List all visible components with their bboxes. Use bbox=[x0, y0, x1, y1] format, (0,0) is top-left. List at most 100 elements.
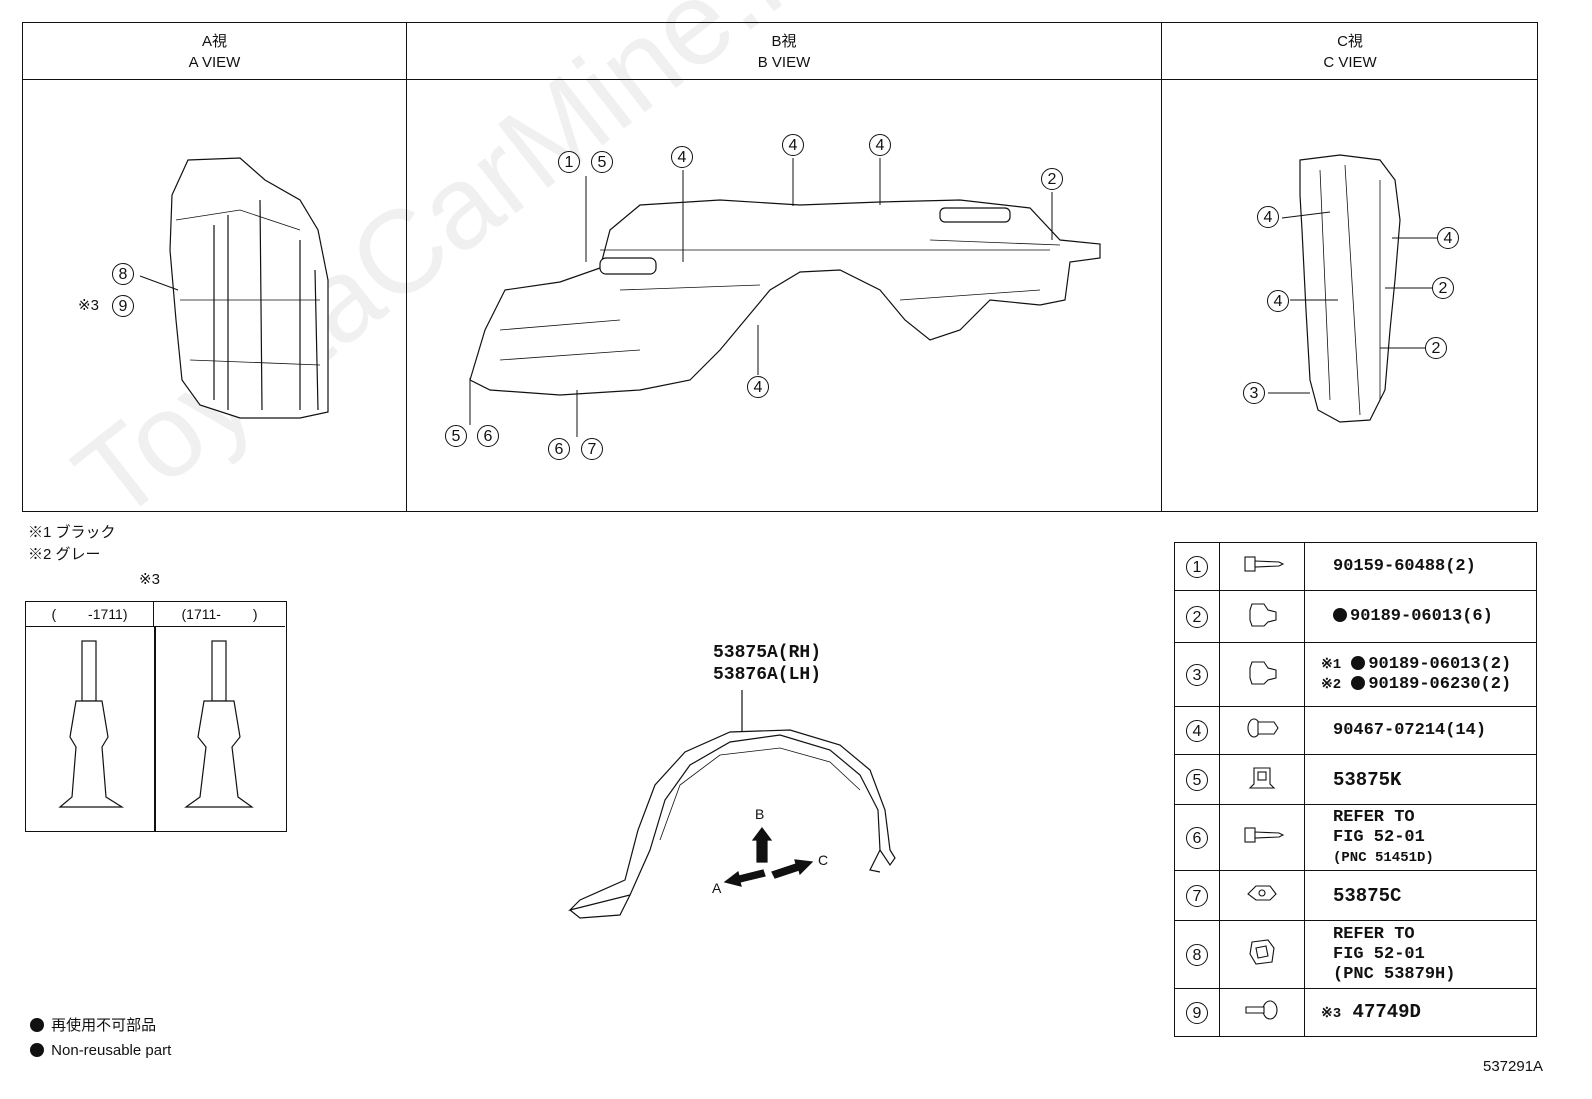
view-a-header: A視 A VIEW bbox=[23, 23, 406, 80]
part-text: 90159-60488(2) bbox=[1333, 556, 1476, 576]
part-text: 90467-07214(14) bbox=[1333, 720, 1487, 740]
view-b-title-en: B VIEW bbox=[757, 54, 811, 71]
arrow-b-label: B bbox=[755, 806, 765, 822]
part-text: 47749D bbox=[1352, 1000, 1421, 1023]
clip-variant-right-header: (1711- ) bbox=[154, 602, 285, 627]
views-drawing bbox=[139, 154, 1437, 437]
arrow-c-label: C bbox=[818, 852, 829, 868]
view-c-column: C視 C VIEW bbox=[1162, 23, 1538, 511]
clip-nut-icon bbox=[1247, 885, 1277, 901]
part-number-circle: 4 bbox=[1186, 719, 1208, 742]
non-reusable-dot-icon bbox=[30, 1018, 44, 1032]
part-number-circle: 8 bbox=[1186, 943, 1208, 966]
arrow-c-icon bbox=[771, 859, 814, 879]
view-b-title-jp: B視 bbox=[771, 33, 797, 50]
view-c-header: C視 C VIEW bbox=[1162, 23, 1538, 80]
retainer-icon bbox=[1248, 767, 1276, 789]
note-black: ※1 ブラック bbox=[28, 524, 116, 541]
bolt-screw-icon bbox=[1244, 827, 1285, 843]
part-text: REFER TO bbox=[1333, 807, 1415, 827]
part-number-circle: 2 bbox=[1186, 605, 1208, 628]
c-callout-4: 4 bbox=[1257, 206, 1279, 228]
part-number-circle: 9 bbox=[1186, 1001, 1208, 1024]
b-callout-7: 7 bbox=[581, 438, 603, 460]
parts-row: 7 53875C bbox=[1174, 870, 1537, 921]
fender-liner-drawing bbox=[568, 690, 896, 919]
b-view-liner-shape bbox=[469, 199, 1101, 396]
part-note-prefix: ※2 bbox=[1321, 676, 1342, 693]
part-text: 53875K bbox=[1333, 768, 1402, 791]
clip-variant-drawings bbox=[58, 640, 254, 808]
parts-row: 6 REFER TO FIG 52-01 (PNC 51451D) bbox=[1174, 804, 1537, 871]
b-callout-2: 2 bbox=[1041, 168, 1063, 190]
view-a-title-en: A VIEW bbox=[188, 54, 241, 71]
clip-variant-left-header: ( -1711) bbox=[26, 602, 154, 627]
c-callout-2: 2 bbox=[1425, 337, 1447, 359]
non-reusable-dot-icon bbox=[1351, 675, 1366, 690]
part-text: REFER TO bbox=[1333, 924, 1415, 944]
parts-row: 4 90467-07214(14) bbox=[1174, 706, 1537, 755]
part-number-circle: 7 bbox=[1186, 884, 1208, 907]
part-text: FIG 52-01 bbox=[1333, 827, 1425, 847]
part-note-prefix: ※3 bbox=[1321, 1005, 1342, 1022]
part-number-circle: 6 bbox=[1186, 826, 1208, 849]
part-number-circle: 5 bbox=[1186, 768, 1208, 791]
b-callout-1: 1 bbox=[558, 151, 580, 173]
part-number-circle: 3 bbox=[1186, 663, 1208, 686]
arrow-b-icon bbox=[751, 827, 773, 863]
figure-id: 537291A bbox=[1483, 1058, 1544, 1075]
part-text: 90189-06013(6) bbox=[1350, 606, 1493, 626]
clip-new-icon bbox=[184, 700, 254, 808]
parts-table: 1 90159-60488(2) 2 90189-06013(6) 3 ※1 9… bbox=[1174, 542, 1537, 1037]
part-text: (PNC 53879H) bbox=[1333, 964, 1456, 984]
a-view-liner-shape bbox=[169, 157, 329, 419]
b-callout-4: 4 bbox=[782, 134, 804, 156]
main-part-number-lh: 53876A(LH) bbox=[713, 665, 822, 685]
part-number-circle: 1 bbox=[1186, 555, 1208, 578]
view-c-title-en: C VIEW bbox=[1323, 54, 1377, 71]
non-reusable-dot-icon bbox=[1333, 607, 1347, 622]
view-c-title-jp: C視 bbox=[1337, 33, 1363, 50]
a-callout-8: 8 bbox=[112, 263, 134, 285]
part-text: 90189-06230(2) bbox=[1368, 674, 1512, 694]
legend-en: Non-reusable part bbox=[30, 1040, 171, 1062]
part-text: 53875C bbox=[1333, 884, 1402, 907]
nut-icon bbox=[1249, 661, 1277, 685]
fender-liner-shape bbox=[568, 729, 896, 912]
part-note-prefix: ※1 bbox=[1321, 656, 1342, 673]
part-text: FIG 52-01 bbox=[1333, 944, 1425, 964]
b-callout-4: 4 bbox=[869, 134, 891, 156]
clip-rivet-icon bbox=[1247, 718, 1279, 738]
bolt-screw-icon bbox=[1244, 556, 1285, 572]
note-3-label: ※3 bbox=[139, 571, 160, 588]
view-a-column: A視 A VIEW bbox=[23, 23, 407, 511]
clip-old-icon bbox=[58, 700, 125, 808]
views-panel: A視 A VIEW B視 B VIEW C視 C VIEW bbox=[22, 22, 1538, 512]
legend-jp: 再使用不可部品 bbox=[30, 1015, 156, 1037]
c-callout-3: 3 bbox=[1243, 382, 1265, 404]
b-callout-4: 4 bbox=[671, 146, 693, 168]
parts-row: 1 90159-60488(2) bbox=[1174, 542, 1537, 591]
nut-icon bbox=[1249, 603, 1277, 627]
parts-row: 9 ※3 47749D bbox=[1174, 988, 1537, 1037]
note-gray: ※2 グレー bbox=[28, 546, 101, 563]
non-reusable-dot-icon bbox=[30, 1043, 44, 1057]
b-callout-4: 4 bbox=[747, 376, 769, 398]
b-callout-6: 6 bbox=[477, 425, 499, 447]
part-text: (PNC 51451D) bbox=[1333, 849, 1434, 866]
a-note-mark: ※3 bbox=[78, 297, 99, 314]
parts-row: 2 90189-06013(6) bbox=[1174, 590, 1537, 643]
clip-variant-table: ( -1711) (1711- ) bbox=[25, 601, 287, 832]
arrow-a-label: A bbox=[712, 880, 722, 896]
retainer-clip-icon bbox=[1249, 939, 1275, 965]
view-b-column: B視 B VIEW bbox=[407, 23, 1162, 511]
non-reusable-dot-icon bbox=[1351, 655, 1366, 670]
push-clip-icon bbox=[1245, 1000, 1278, 1020]
parts-row: 5 53875K bbox=[1174, 754, 1537, 805]
c-callout-2: 2 bbox=[1432, 277, 1454, 299]
c-view-liner-shape bbox=[1299, 154, 1401, 423]
view-b-header: B視 B VIEW bbox=[407, 23, 1161, 80]
view-a-title-jp: A視 bbox=[201, 33, 227, 50]
b-callout-5: 5 bbox=[591, 151, 613, 173]
parts-row: 8 REFER TO FIG 52-01 (PNC 53879H) bbox=[1174, 920, 1537, 989]
